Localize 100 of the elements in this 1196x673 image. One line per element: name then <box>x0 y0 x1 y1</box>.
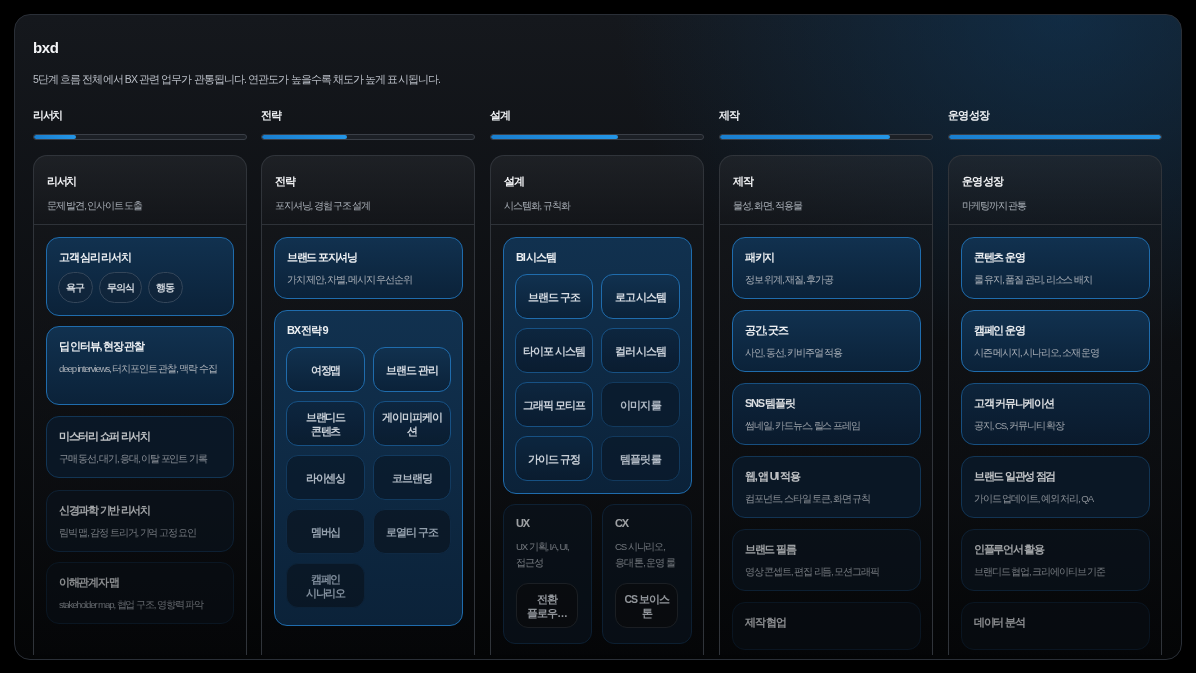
rounded-tile: 라이센싱 <box>286 455 365 500</box>
column-title: 리서치 <box>47 174 77 189</box>
rounded-tile: 그래픽 모티프 <box>515 382 593 427</box>
rounded-tile: 게이미피케이션 <box>373 401 451 446</box>
card-description: 룰 유지, 품질 관리, 리소스 배치 <box>974 273 1092 287</box>
card-description: 구매 동선, 대기, 응대, 이탈 포인트 기록 <box>59 452 207 466</box>
item-card <box>46 490 234 552</box>
card-title: 고객 커뮤니케이션 <box>974 396 1054 411</box>
card-title: 제작 협업 <box>745 615 786 630</box>
item-card <box>961 310 1150 372</box>
item-card <box>732 310 921 372</box>
group-panel <box>274 310 463 626</box>
rounded-tile: 타이포 시스템 <box>515 328 593 373</box>
rounded-tile: 브랜드 구조 <box>515 274 593 319</box>
group-panel <box>503 237 692 494</box>
card-title: 패키지 <box>745 250 775 265</box>
rounded-tile: 템플릿 룰 <box>601 436 680 481</box>
column-subtitle: 포지셔닝, 경험 구조 설계 <box>275 199 371 213</box>
card-description: 영상 콘셉트, 편집 리듬, 모션그래픽 <box>745 565 879 579</box>
sub-card <box>503 504 592 644</box>
item-card <box>46 416 234 478</box>
card-description: 사인, 동선, 키비주얼 적용 <box>745 346 842 360</box>
tag-pill: 무의식 <box>99 272 142 303</box>
card-description: UX 기획, IA, UI, 접근성 <box>516 540 570 570</box>
column-subtitle: 마케팅까지 관통 <box>962 199 1026 213</box>
card-description: 림빅 맵, 감정 트리거, 기억 고정 요인 <box>59 526 197 540</box>
item-card <box>961 237 1150 299</box>
card-title: SNS 템플릿 <box>745 396 795 411</box>
stage-label: 전략 <box>261 108 281 123</box>
item-card <box>732 529 921 591</box>
column-title: 전략 <box>275 174 295 189</box>
card-title: 딥 인터뷰, 현장 관찰 <box>59 339 144 354</box>
tag-pill: 행동 <box>148 272 183 303</box>
item-card <box>274 237 463 299</box>
card-description: deep interviews, 터치포인트 관찰, 맥락 수집 <box>59 362 217 376</box>
rounded-tile: 로고 시스템 <box>601 274 680 319</box>
card-description: 브랜디드 협업, 크리에이티브 기준 <box>974 565 1105 579</box>
card-description: 정보 위계, 재질, 후가공 <box>745 273 833 287</box>
rounded-tile: 여정맵 <box>286 347 365 392</box>
card-title: 웹, 앱 UI 적용 <box>745 469 800 484</box>
item-card <box>732 383 921 445</box>
item-card <box>961 383 1150 445</box>
column-subtitle: 시스템화, 규칙화 <box>504 199 570 213</box>
rounded-tile: 브랜드 관리 <box>373 347 451 392</box>
item-card <box>961 456 1150 518</box>
card-title: UX <box>516 516 529 531</box>
card-title: 콘텐츠 운영 <box>974 250 1025 265</box>
column-subtitle: 물성, 화면, 적용물 <box>733 199 802 213</box>
rounded-tile: CS 보이스 톤 <box>615 583 678 628</box>
stage-label: 리서치 <box>33 108 63 123</box>
card-title: 인플루언서 활용 <box>974 542 1044 557</box>
group-title: BX 전략 9 <box>287 323 328 338</box>
stage-label: 운영 성장 <box>948 108 989 123</box>
card-description: 썸네일, 카드뉴스, 릴스 프레임 <box>745 419 860 433</box>
card-title: 브랜드 일관성 점검 <box>974 469 1056 484</box>
card-title: 브랜드 포지셔닝 <box>287 250 357 265</box>
rounded-tile: 멤버십 <box>286 509 365 554</box>
column-title: 운영 성장 <box>962 174 1003 189</box>
item-card <box>732 602 921 650</box>
item-card <box>732 456 921 518</box>
card-description: stakeholder map, 협업 구조, 영향력 파악 <box>59 598 203 612</box>
rounded-tile: 가이드 규정 <box>515 436 593 481</box>
column-title: 설계 <box>504 174 524 189</box>
stage-label: 제작 <box>719 108 739 123</box>
column-card <box>490 155 704 655</box>
card-description: 시즌 메시지, 시나리오, 소재 운영 <box>974 346 1100 360</box>
column-card <box>948 155 1162 655</box>
card-title: 브랜드 필름 <box>745 542 796 557</box>
tag-pill: 욕구 <box>58 272 93 303</box>
column-subtitle: 문제 발견, 인사이트 도출 <box>47 199 143 213</box>
rounded-tile: 캠페인 시나리오 <box>286 563 365 608</box>
rounded-tile: 전환 플로우… <box>516 583 578 628</box>
card-title: 캠페인 운영 <box>974 323 1025 338</box>
item-card <box>732 237 921 299</box>
stage-label: 설계 <box>490 108 510 123</box>
rounded-tile: 로열티 구조 <box>373 509 451 554</box>
rounded-tile: 이미지 룰 <box>601 382 680 427</box>
card-description: 공지, CS, 커뮤니티 확장 <box>974 419 1065 433</box>
column-title: 제작 <box>733 174 753 189</box>
card-title: 고객 심리 리서치 <box>59 250 131 265</box>
subtitle-text: 5단계 흐름 전체에서 BX 관련 업무가 관통됩니다. 연관도가 높을수록 채도가 높게 표시됩니다. <box>33 72 440 87</box>
column-card <box>33 155 247 655</box>
rounded-tile: 컬러 시스템 <box>601 328 680 373</box>
card-title: 데이터 분석 <box>974 615 1025 630</box>
card-title: 미스터리 쇼퍼 리서치 <box>59 429 150 444</box>
card-description: 가치 제안, 차별, 메시지 우선순위 <box>287 273 413 287</box>
card-title: 이해관계자 맵 <box>59 575 119 590</box>
item-card <box>46 237 234 316</box>
group-title: BI 시스템 <box>516 250 556 265</box>
card-description: 컴포넌트, 스타일 토큰, 화면 규칙 <box>745 492 871 506</box>
sub-card <box>602 504 692 644</box>
card-description: 가이드 업데이트, 예외 처리, QA <box>974 492 1093 506</box>
rounded-tile: 브랜디드 콘텐츠 <box>286 401 365 446</box>
card-title: CX <box>615 516 628 531</box>
card-title: 신경과학 기반 리서치 <box>59 503 150 518</box>
column-card <box>719 155 933 655</box>
item-card <box>46 562 234 624</box>
item-card <box>961 602 1150 650</box>
column-card <box>261 155 475 655</box>
card-description: CS 시나리오, 응대 톤, 운영 룰 <box>615 540 676 570</box>
